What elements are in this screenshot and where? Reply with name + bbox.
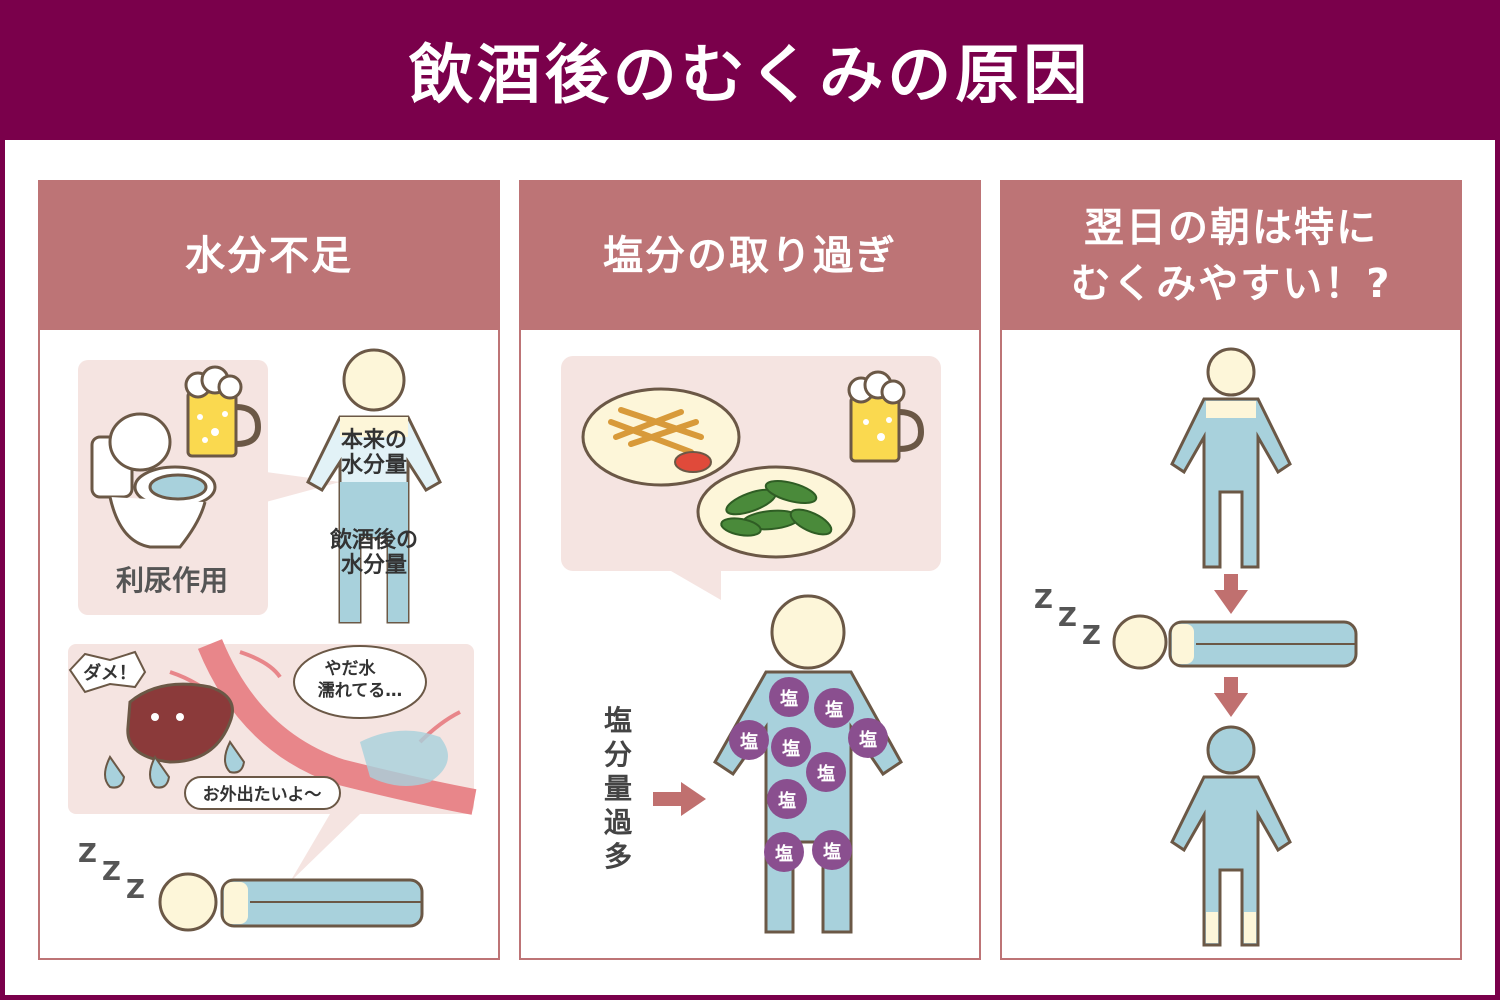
svg-text:過: 過 (604, 806, 633, 839)
panel-next-morning-title-line1: 翌日の朝は特に (1084, 205, 1378, 251)
svg-text:塩: 塩 (825, 699, 843, 721)
salt-particle: 塩 (769, 677, 809, 717)
diuretic-label: 利尿作用 (116, 564, 228, 597)
speech-bubble-out: お外出たいよ〜 (184, 776, 341, 810)
panel-next-morning-title: 翌日の朝は特に むくみやすい！? (1002, 182, 1460, 330)
svg-text:塩: 塩 (604, 704, 632, 737)
panel-salt-intake: 塩 分 量 過 多 塩 塩 塩 塩 塩 塩 塩 塩 塩 塩分の取り過ぎ (519, 180, 981, 960)
arrow-down-icon (1214, 574, 1248, 614)
svg-text:Z: Z (78, 839, 97, 869)
panel-salt-title: 塩分の取り過ぎ (521, 182, 979, 330)
dehydration-illustration: 利尿作用 本来の 水分量 飲酒後の 水分量 (68, 348, 477, 932)
toilet-icon (90, 412, 217, 549)
page-title: 飲酒後のむくみの原因 (408, 39, 1092, 113)
blood-vessel-icon (169, 638, 477, 815)
vessel-scene-pointer (290, 814, 360, 882)
svg-text:Z: Z (1058, 603, 1077, 633)
panel-next-morning-title-line2: むくみやすい！? (1070, 261, 1392, 307)
salt-particle: 塩 (848, 718, 888, 758)
original-water-label-1: 本来の (341, 428, 407, 453)
salt-particle: 塩 (806, 752, 846, 792)
salt-particle: 塩 (729, 720, 769, 760)
salt-particle: 塩 (764, 832, 804, 872)
speech-out-text: お外出たいよ〜 (203, 784, 322, 805)
salt-illustration: 塩 分 量 過 多 塩 塩 塩 塩 塩 塩 塩 塩 塩 (561, 356, 941, 934)
salt-particle: 塩 (771, 727, 811, 767)
food-box-pointer (671, 571, 721, 600)
svg-text:塩: 塩 (859, 729, 877, 751)
arrow-down-icon-2 (1214, 677, 1248, 717)
salt-excess-label: 塩 分 量 過 多 (604, 704, 633, 873)
salt-particle: 塩 (812, 830, 852, 870)
sleeping-person-icon (158, 872, 424, 932)
liver-character-icon (126, 682, 234, 764)
svg-text:塩: 塩 (775, 843, 793, 865)
speech-wet-text-1: やだ水 (325, 658, 377, 679)
svg-text:塩: 塩 (780, 688, 798, 710)
after-drink-label-2: 水分量 (341, 553, 407, 578)
water-droplet-characters-icon (104, 740, 246, 789)
panel-dehydration: 利尿作用 本来の 水分量 飲酒後の 水分量 (38, 180, 500, 960)
svg-text:量: 量 (604, 772, 632, 805)
next-morning-illustration: Z Z Z (1034, 347, 1358, 947)
after-drink-label-1: 飲酒後の (329, 527, 418, 553)
person-standing-swollen-icon (1170, 725, 1292, 947)
svg-text:Z: Z (102, 857, 121, 887)
original-water-label-2: 水分量 (341, 453, 407, 478)
speech-wet-text-2: 濡れてる… (318, 681, 403, 701)
speech-dame-text: ダメ！ (83, 662, 136, 684)
panel-dehydration-title: 水分不足 (40, 182, 498, 330)
svg-text:塩: 塩 (823, 841, 841, 863)
svg-text:塩: 塩 (782, 738, 800, 760)
svg-text:多: 多 (604, 840, 632, 873)
person-standing-water-icon (306, 348, 442, 624)
svg-text:分: 分 (604, 738, 632, 771)
edamame-icon (696, 465, 856, 559)
svg-text:塩: 塩 (740, 731, 758, 753)
svg-text:塩: 塩 (778, 790, 796, 812)
svg-text:Z: Z (1082, 621, 1101, 651)
sleep-z-icons-2: Z Z Z (1034, 585, 1101, 651)
beer-mug-icon (184, 365, 262, 458)
sleep-z-icons: Z Z Z (78, 839, 145, 905)
arrow-right-icon (653, 782, 706, 816)
speech-bubble-dame: ダメ！ (68, 650, 147, 694)
svg-text:Z: Z (1034, 585, 1053, 615)
salt-particle: 塩 (767, 779, 807, 819)
panel-next-morning: Z Z Z 翌日の朝は特に むくみやすい！? (1000, 180, 1462, 960)
sleeping-person-icon-2 (1112, 614, 1358, 670)
person-standing-before-icon (1170, 347, 1292, 569)
salt-particles: 塩 塩 塩 塩 塩 塩 塩 塩 塩 (729, 677, 888, 872)
speech-bubble-wet: やだ水 濡れてる… (293, 645, 427, 719)
svg-text:塩: 塩 (817, 763, 835, 785)
salt-particle: 塩 (814, 688, 854, 728)
svg-text:Z: Z (126, 875, 145, 905)
beer-mug-icon-2 (847, 370, 925, 463)
french-fries-icon (581, 387, 741, 487)
